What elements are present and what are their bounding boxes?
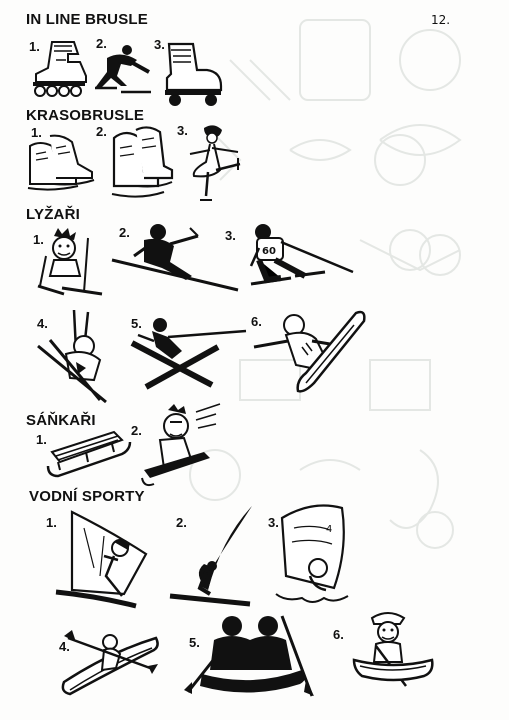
kayaker-icon xyxy=(61,630,159,696)
item-number: 5. xyxy=(131,316,142,331)
item-number: 3. xyxy=(154,37,165,52)
section-title-ski: LYŽAŘI xyxy=(26,206,80,223)
section-title-water: VODNÍ SPORTY xyxy=(29,488,145,505)
downhill-skier-icon xyxy=(111,224,239,292)
item-number: 2. xyxy=(131,423,142,438)
item-number: 1. xyxy=(46,515,57,530)
racing-skier-icon: 60 xyxy=(249,224,354,286)
child-skier-icon xyxy=(37,228,103,296)
item-number: 2. xyxy=(119,225,130,240)
falling-skier-icon xyxy=(130,318,247,390)
item-number: 4. xyxy=(59,639,70,654)
item-number: 6. xyxy=(333,627,344,642)
item-number: 4. xyxy=(37,316,48,331)
windsurfer-icon xyxy=(55,510,148,609)
rafting-silhouette-icon xyxy=(184,615,314,697)
crashing-skier-icon xyxy=(37,309,107,404)
item-number: 5. xyxy=(189,635,200,650)
page-number: 12. xyxy=(431,13,451,27)
item-number: 3. xyxy=(225,228,236,243)
windsurf-silhouette-icon xyxy=(169,506,252,607)
item-number: 6. xyxy=(251,314,262,329)
item-number: 3. xyxy=(268,515,279,530)
sledding-child-icon xyxy=(141,403,221,487)
svg-text:60: 60 xyxy=(262,246,276,257)
ice-skates-white-icon xyxy=(111,126,174,198)
canoeist-icon xyxy=(352,612,434,687)
item-number: 2. xyxy=(96,36,107,51)
section-title-sled: SÁŇKAŘI xyxy=(26,412,96,429)
item-number: 1. xyxy=(31,125,42,140)
cartoon-windsurfer-icon: 4 xyxy=(275,504,349,603)
item-number: 2. xyxy=(176,515,187,530)
ice-skates-pair-icon xyxy=(27,134,95,191)
section-title-figure: KRASOBRUSLE xyxy=(26,107,145,124)
item-number: 1. xyxy=(33,232,44,247)
speed-skater-icon xyxy=(95,45,151,94)
item-number: 3. xyxy=(177,123,188,138)
inline-skate-icon xyxy=(33,41,87,97)
item-number: 1. xyxy=(36,432,47,447)
sled-icon xyxy=(46,430,132,478)
section-title-inline: IN LINE BRUSLE xyxy=(26,11,148,28)
item-number: 1. xyxy=(29,39,40,54)
item-number: 2. xyxy=(96,124,107,139)
figure-skater-icon xyxy=(189,125,241,201)
snowboarder-icon xyxy=(253,310,366,393)
roller-skate-icon xyxy=(165,42,223,106)
